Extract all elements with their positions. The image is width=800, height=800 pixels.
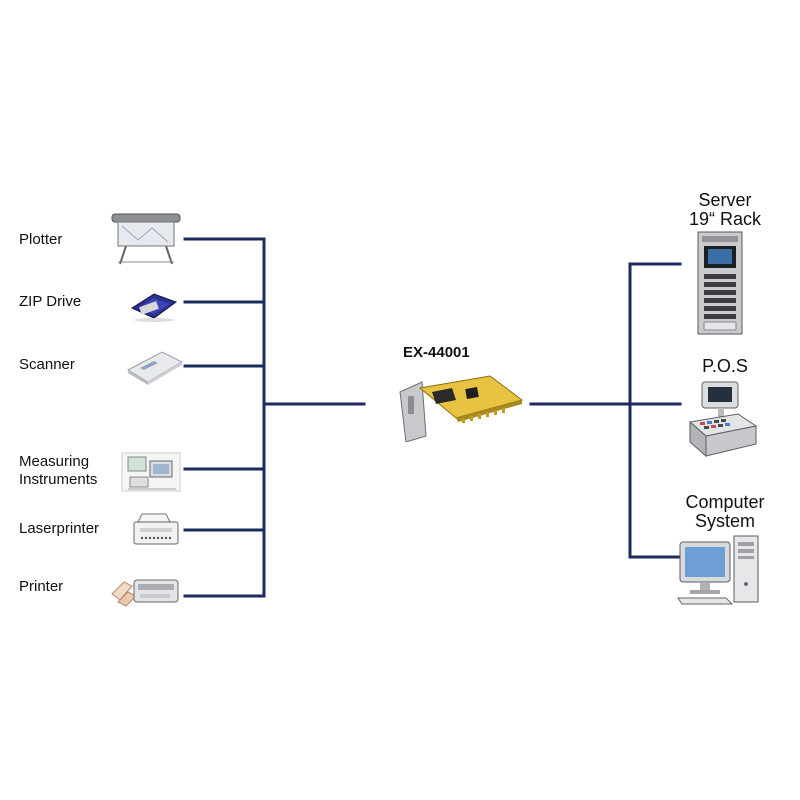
label-printer: Printer [19, 578, 64, 595]
card-title: EX-44001 [403, 344, 470, 361]
zip-drive-icon [128, 282, 180, 327]
scanner-icon [124, 348, 184, 391]
label-scanner: Scanner [19, 356, 75, 373]
computer-system-icon [676, 534, 760, 611]
label-computer: Computer [685, 492, 765, 512]
plotter-icon [108, 212, 186, 271]
measuring-instruments-icon [120, 449, 184, 500]
pos-terminal-icon [686, 378, 758, 463]
label-zip-drive: ZIP Drive [19, 293, 82, 310]
label-measuring: Measuring [19, 453, 90, 470]
label-system: System [694, 511, 755, 531]
server-rack-icon [696, 230, 744, 341]
label-19-rack: 19“ Rack [688, 209, 762, 229]
printer-icon [110, 572, 182, 617]
pcie-card-icon [386, 370, 526, 447]
laser-printer-icon [130, 512, 182, 553]
label-instruments: Instruments [19, 471, 98, 488]
label-pos: P.O.S [702, 356, 748, 376]
label-plotter: Plotter [19, 231, 63, 248]
label-server: Server [698, 190, 752, 210]
label-laserprinter: Laserprinter [19, 520, 100, 537]
